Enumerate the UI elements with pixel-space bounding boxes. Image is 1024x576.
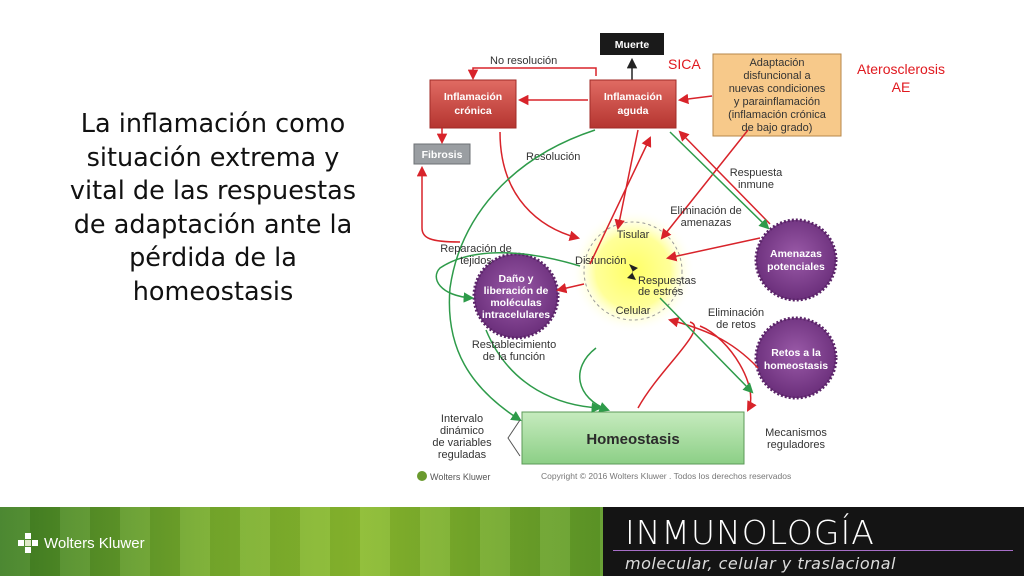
label-disfuncion: Disfunción <box>575 255 626 267</box>
arrow-restore-green <box>485 329 603 413</box>
adapt-line-1: Adaptación <box>749 57 804 69</box>
arrow-repair-green <box>435 252 581 303</box>
credit-label: Wolters Kluwer <box>430 472 490 482</box>
burst-icon <box>627 264 638 280</box>
adapt-line-3: nuevas condiciones <box>729 83 826 95</box>
arrow-eliminate-threats <box>669 131 770 230</box>
arrow-amenazas-centro <box>665 237 761 262</box>
book-title: INMUNOLOGÍA <box>625 513 875 552</box>
book-title-divider <box>613 550 1013 551</box>
arrow-adapt-centro <box>660 129 749 240</box>
arrow-resolution-green <box>448 129 596 422</box>
label-mechanisms-1: Mecanismos <box>765 427 827 439</box>
fibrosis-box: Fibrosis <box>413 143 471 165</box>
publisher-name: Wolters Kluwer <box>44 534 145 552</box>
damage-circle: Daño y liberación de moléculas intracelu… <box>472 252 560 340</box>
acute-line-2: aguda <box>618 105 649 117</box>
challenges-circle: Retos a la homeostasis <box>754 316 838 400</box>
inflammation-diagram: Muerte Inflamación crónica Inflamación a… <box>413 33 842 482</box>
arrow-cronica-centro <box>499 131 581 241</box>
diagram-credit: Wolters Kluwer Copyright © 2016 Wolters … <box>417 471 791 482</box>
homeostasis-label: Homeostasis <box>586 431 679 448</box>
label-mechanisms-2: reguladores <box>767 439 826 451</box>
book-title-band: INMUNOLOGÍA molecular, celular y traslac… <box>603 507 1024 576</box>
wk-logo-icon <box>18 533 38 553</box>
arrow-cell-homeo-green <box>579 347 610 412</box>
arrow-adapt-aguda <box>677 93 713 105</box>
threats-line-1: Amenazas <box>770 248 822 260</box>
footer-publisher-band: Wolters Kluwer <box>0 507 603 576</box>
arrow-retos-centro <box>667 317 759 369</box>
interval-bracket <box>507 419 521 457</box>
note-aterosclerosis-label: Aterosclerosis <box>857 61 945 77</box>
label-elim-challenges-2: de retos <box>716 319 756 331</box>
fibrosis-label: Fibrosis <box>422 149 463 161</box>
label-respuestas-2: de estrés <box>638 286 684 298</box>
note-ae-label: AE <box>891 79 911 95</box>
threats-line-2: potenciales <box>767 261 825 273</box>
threats-circle: Amenazas potenciales <box>754 218 838 302</box>
adapt-line-5: (inflamación crónica <box>728 109 827 121</box>
homeostasis-box: Homeostasis <box>521 411 745 465</box>
acute-line-1: Inflamación <box>604 91 662 103</box>
adaptation-box: Adaptación disfuncional a nuevas condici… <box>712 53 842 137</box>
wolters-kluwer-logo: Wolters Kluwer <box>18 533 145 553</box>
label-repair-2: tejidos <box>460 255 492 267</box>
label-repair-1: Reparación de <box>440 243 512 255</box>
label-elim-threats-1: Eliminación de <box>670 205 742 217</box>
arrow-aguda-centro <box>614 129 639 231</box>
note-sica: SICA <box>668 56 701 72</box>
challenges-line-1: Retos a la <box>771 347 821 359</box>
chronic-inflammation-box: Inflamación crónica <box>429 79 517 129</box>
damage-line-3: moléculas <box>490 297 542 309</box>
adapt-line-4: y parainflamación <box>734 96 820 108</box>
adapt-line-6: de bajo grado) <box>742 122 813 134</box>
label-immune-2: inmune <box>738 179 774 191</box>
arrow-eliminate-challenges <box>659 297 754 394</box>
damage-line-4: intracelulares <box>482 309 550 321</box>
label-immune-1: Respuesta <box>730 167 783 179</box>
label-restore-2: de la función <box>483 351 545 363</box>
arrow-homeo-red <box>699 325 757 412</box>
chronic-line-2: crónica <box>454 105 492 117</box>
chronic-line-1: Inflamación <box>444 91 502 103</box>
label-tisular: Tisular <box>617 229 650 241</box>
damage-line-2: liberación de <box>484 285 549 297</box>
label-interval-3: de variables <box>432 437 492 449</box>
wk-small-logo-icon <box>417 471 427 481</box>
arrow-immune-response <box>678 130 771 225</box>
challenges-line-2: homeostasis <box>764 360 828 372</box>
label-celular: Celular <box>616 305 651 317</box>
label-elim-challenges-1: Eliminación <box>708 307 764 319</box>
arrow-centro-dano <box>555 282 585 294</box>
slide-title: La inflamación como situación extrema y … <box>69 109 357 307</box>
label-restore-1: Restablecimiento <box>472 339 556 351</box>
acute-inflammation-box: Inflamación aguda <box>589 79 677 129</box>
damage-line-1: Daño y <box>498 273 533 285</box>
arrow-no-resolution <box>467 67 597 81</box>
tissue-cell-center: Tisular Celular Disfunción Respuestas de… <box>571 209 697 333</box>
label-interval-4: reguladas <box>438 449 487 461</box>
copyright-label: Copyright © 2016 Wolters Kluwer . Todos … <box>541 471 791 481</box>
adapt-line-2: disfuncional a <box>743 70 811 82</box>
label-resolution: Resolución <box>526 151 580 163</box>
label-no-resolution: No resolución <box>490 55 557 67</box>
arrow-centro-aguda <box>589 136 652 265</box>
death-label: Muerte <box>615 39 650 51</box>
label-interval-1: Intervalo <box>441 413 483 425</box>
arrow-loop-red <box>637 321 696 409</box>
footer: Wolters Kluwer INMUNOLOGÍA molecular, ce… <box>0 507 1024 576</box>
label-interval-2: dinámico <box>440 425 484 437</box>
label-elim-threats-2: amenazas <box>681 217 732 229</box>
label-respuestas-1: Respuestas <box>638 275 697 287</box>
note-aterosclerosis: Aterosclerosis AE <box>843 60 959 96</box>
book-subtitle: molecular, celular y traslacional <box>625 554 896 573</box>
death-box: Muerte <box>600 33 664 55</box>
arrow-fibrosis <box>416 165 461 243</box>
